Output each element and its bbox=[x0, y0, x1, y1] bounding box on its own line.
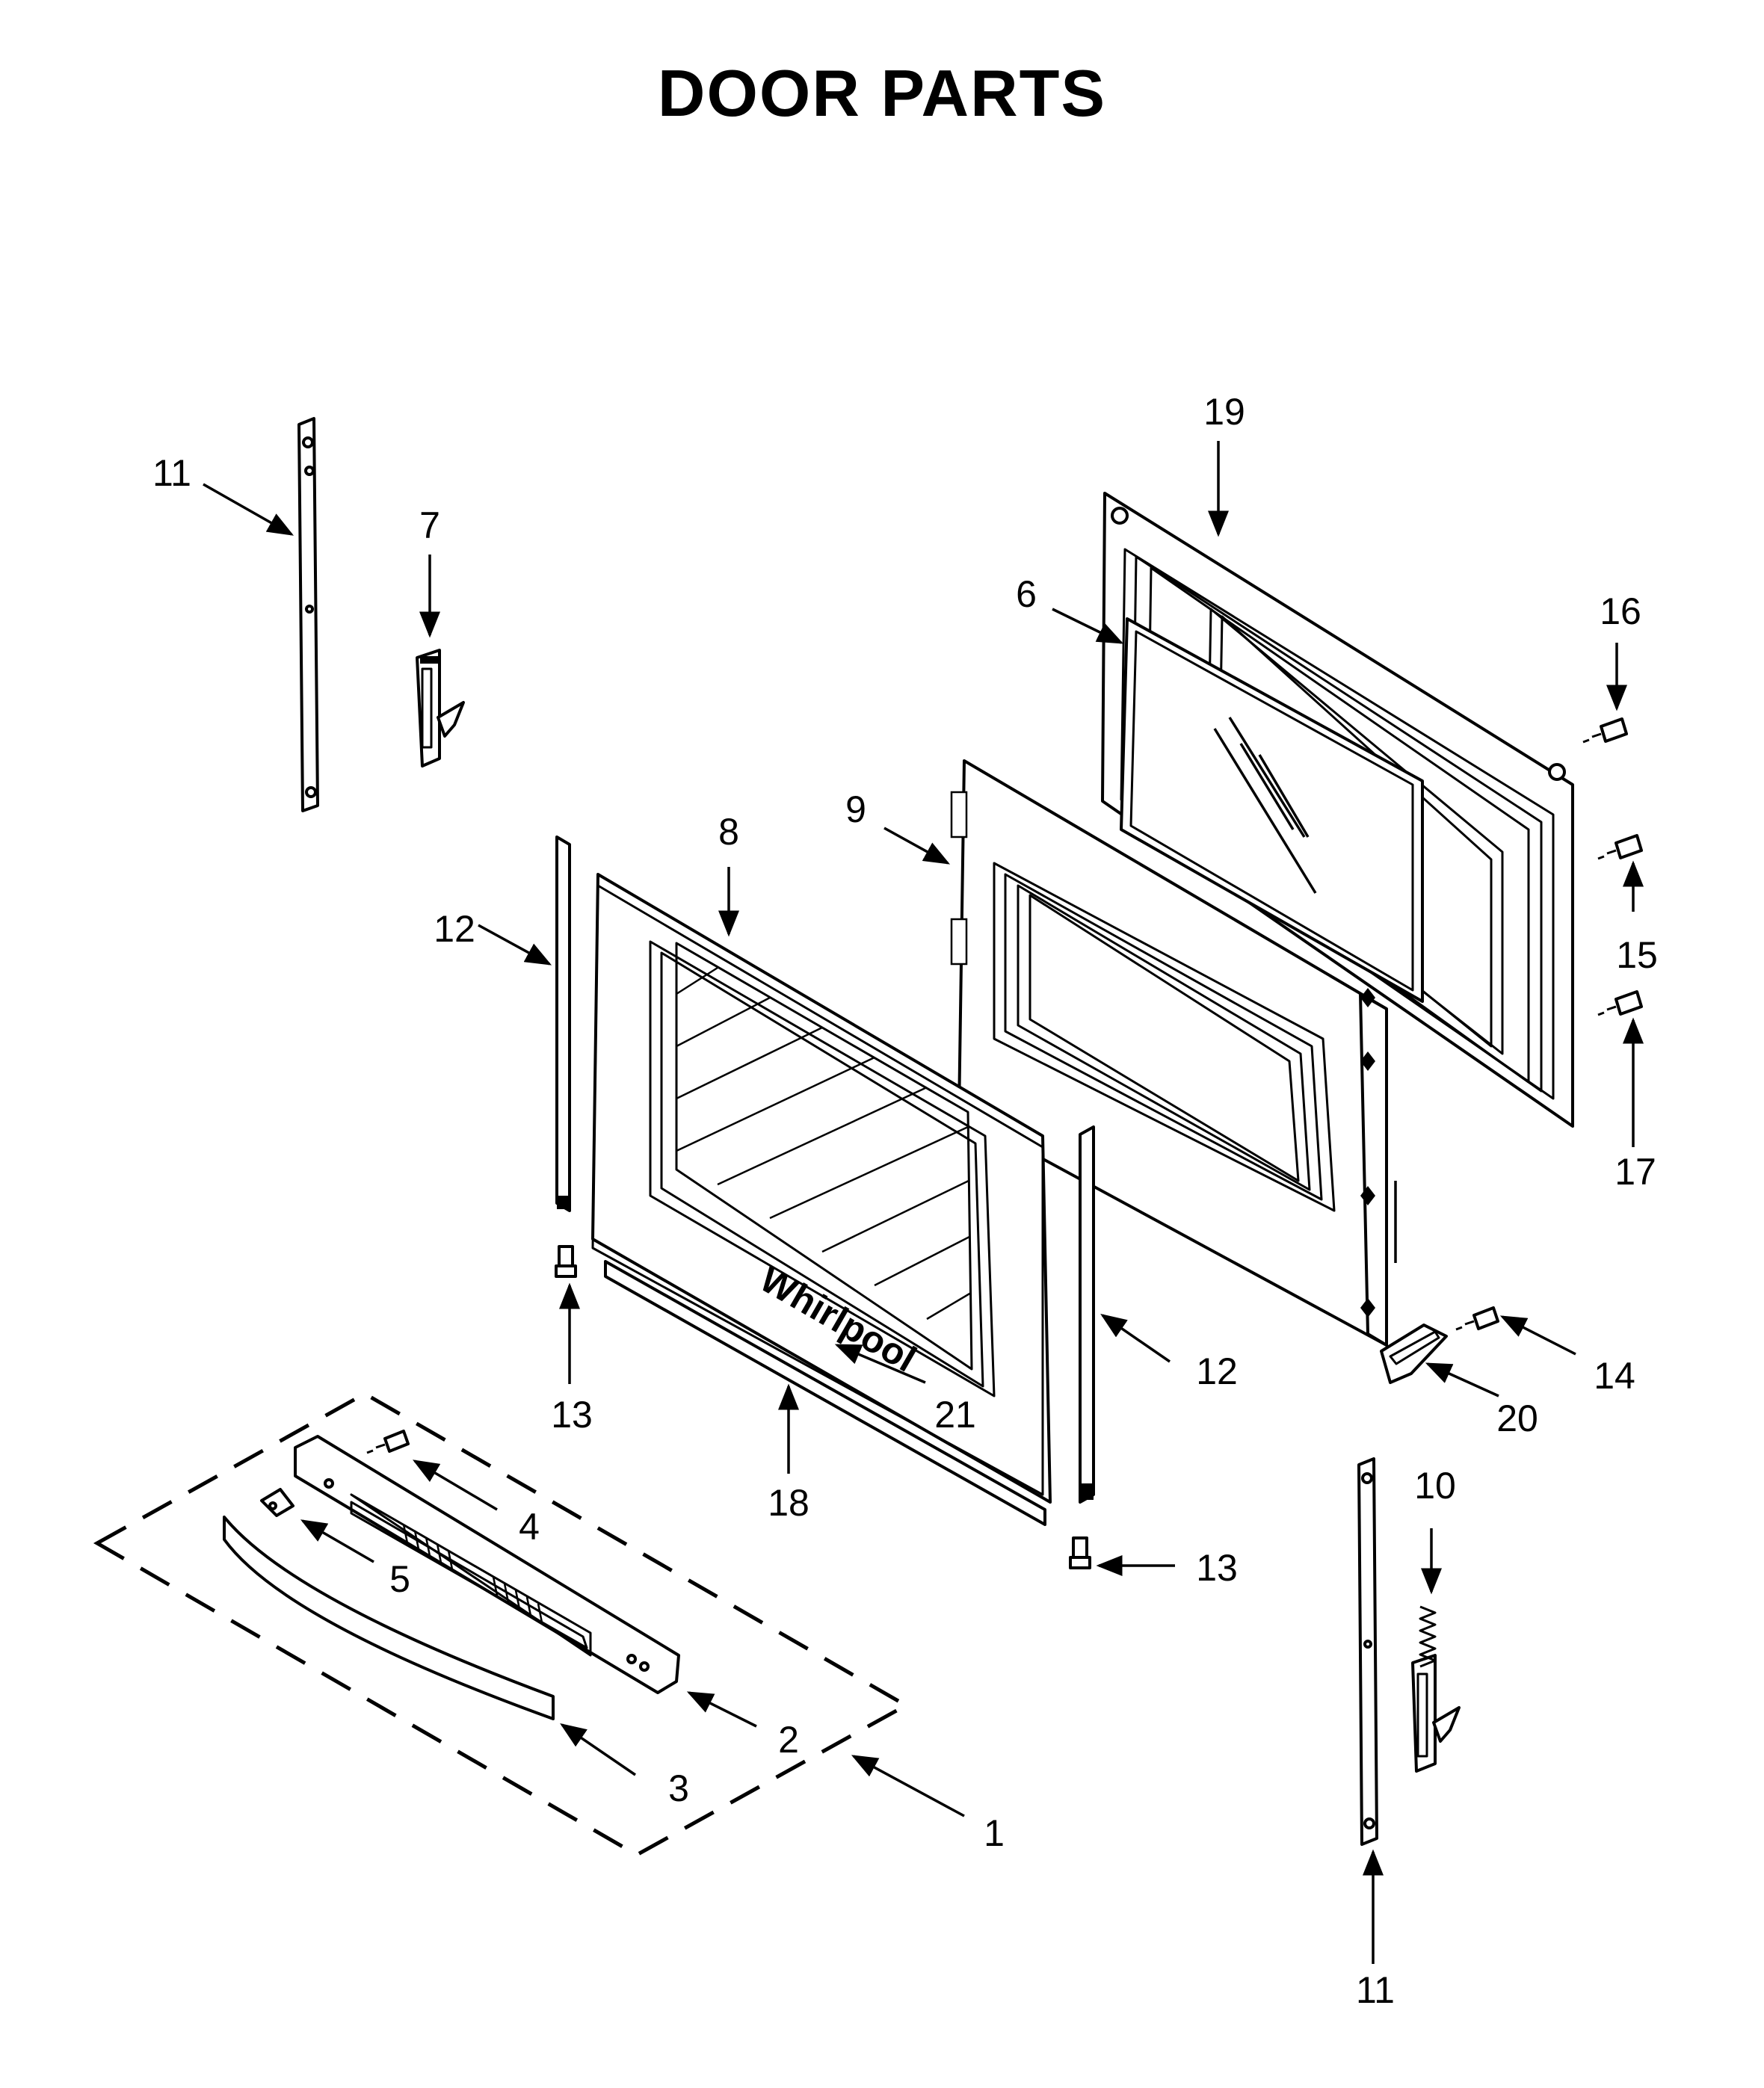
part-11-hinge-receiver-left bbox=[297, 417, 319, 812]
part-13-screw-right bbox=[1069, 1536, 1091, 1569]
callout-labels: 1 2 3 4 5 6 7 8 9 10 11 11 12 12 13 13 1… bbox=[152, 391, 1658, 2011]
callout-19: 19 bbox=[1203, 391, 1245, 433]
callout-13-right: 13 bbox=[1196, 1547, 1238, 1589]
part-18-door-trim bbox=[604, 1260, 1046, 1526]
callout-18: 18 bbox=[768, 1482, 809, 1524]
part-6-inner-glass bbox=[1120, 617, 1424, 1003]
callout-15: 15 bbox=[1616, 934, 1658, 976]
part-3-handle-bar bbox=[223, 1516, 555, 1720]
callout-16: 16 bbox=[1600, 590, 1641, 632]
part-10-hinge bbox=[1411, 1605, 1461, 1773]
part-4-screw bbox=[366, 1430, 410, 1454]
callout-13-left: 13 bbox=[551, 1394, 593, 1436]
callout-6: 6 bbox=[1016, 573, 1037, 615]
part-14-screw bbox=[1455, 1306, 1499, 1331]
leader-lines bbox=[203, 441, 1644, 1964]
part-12-left-side-trim bbox=[555, 835, 571, 1212]
part-15-screw bbox=[1597, 834, 1643, 860]
callout-11-bottom: 11 bbox=[1356, 1969, 1395, 2011]
callout-8: 8 bbox=[718, 811, 739, 853]
part-5-end-cap bbox=[260, 1488, 294, 1517]
callout-4: 4 bbox=[519, 1506, 540, 1548]
part-8-outer-door-panel: Whirlpool bbox=[591, 873, 1052, 1504]
part-2-handle-base bbox=[294, 1435, 680, 1694]
callout-20: 20 bbox=[1496, 1397, 1538, 1439]
callout-10: 10 bbox=[1414, 1465, 1456, 1507]
callout-5: 5 bbox=[389, 1558, 410, 1600]
callout-7: 7 bbox=[419, 504, 440, 546]
callout-17: 17 bbox=[1615, 1151, 1656, 1193]
part-1-handle-kit-outline bbox=[93, 1392, 910, 1857]
callout-12-left: 12 bbox=[434, 908, 475, 950]
part-12-right-side-trim bbox=[1079, 1125, 1095, 1504]
callout-1: 1 bbox=[984, 1812, 1005, 1854]
callout-12-right: 12 bbox=[1196, 1350, 1238, 1392]
page-title: DOOR PARTS bbox=[658, 56, 1106, 130]
callout-11-top: 11 bbox=[152, 452, 191, 494]
window-glass-hatch bbox=[676, 966, 972, 1321]
part-20-door-bracket bbox=[1380, 1323, 1448, 1384]
part-17-screw bbox=[1597, 990, 1643, 1016]
callout-21: 21 bbox=[934, 1394, 976, 1436]
callout-9: 9 bbox=[845, 788, 866, 830]
callout-2: 2 bbox=[778, 1719, 799, 1761]
callout-3: 3 bbox=[668, 1767, 689, 1809]
part-9-door-frame bbox=[950, 759, 1397, 1347]
callout-14: 14 bbox=[1594, 1355, 1635, 1397]
part-13-screw-left bbox=[555, 1245, 577, 1278]
part-7-hinge bbox=[416, 649, 465, 767]
part-16-screw bbox=[1582, 717, 1628, 744]
part-11-hinge-receiver-right bbox=[1357, 1457, 1378, 1846]
